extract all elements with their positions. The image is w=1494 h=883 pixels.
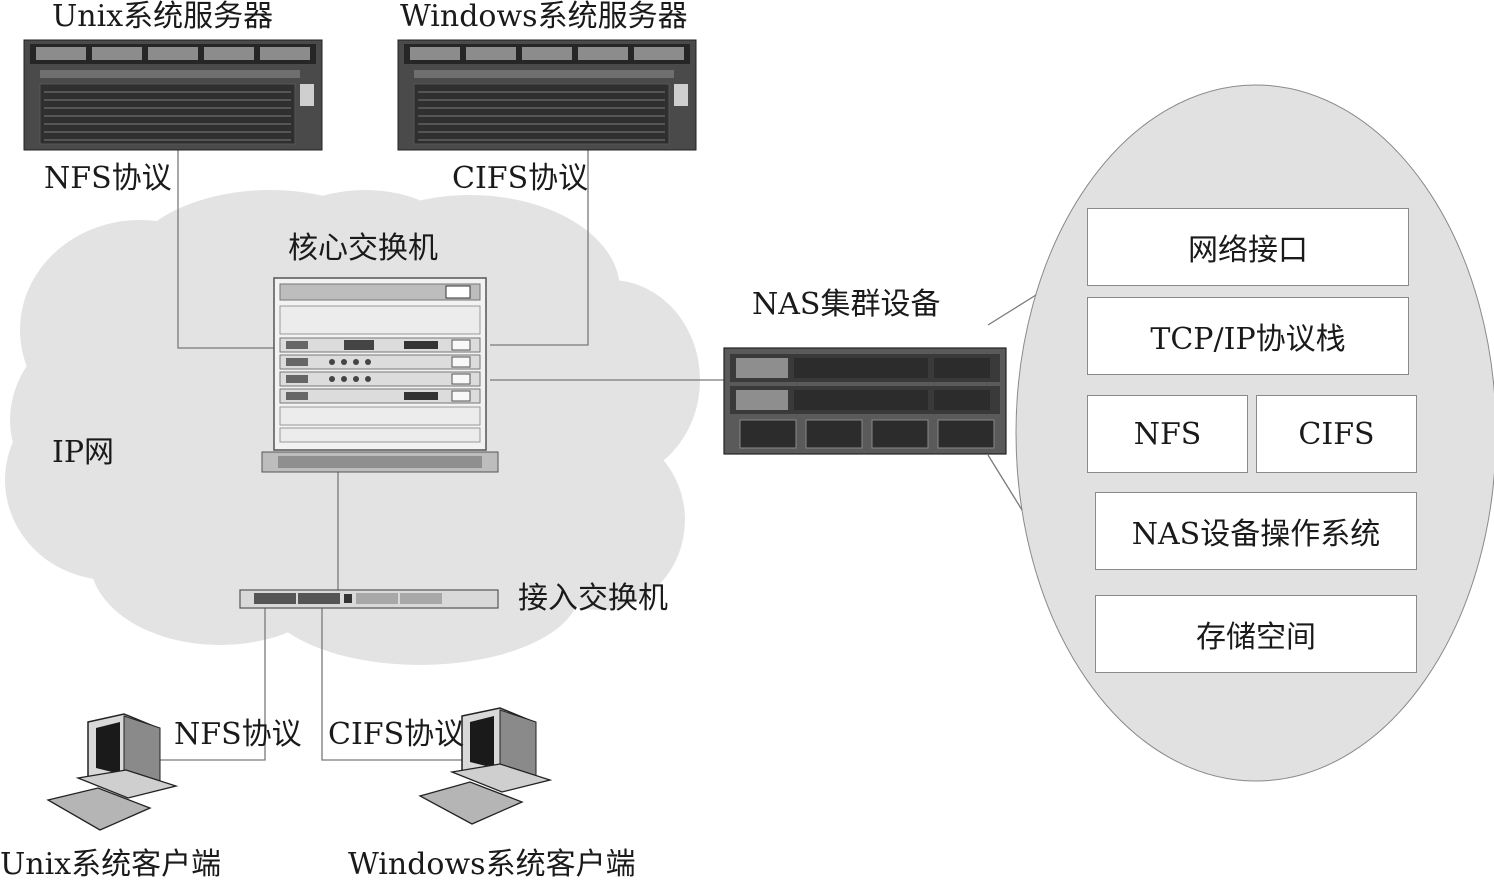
stack-nas-os: NAS设备操作系统 [1095,492,1417,570]
ip-network-label: IP网 [52,435,115,470]
unix-server-icon [23,39,323,151]
windows-client-link [321,602,462,761]
stack-cifs: CIFS [1256,395,1417,473]
nas-cluster-label: NAS集群设备 [752,287,941,322]
stack-network-interface: 网络接口 [1087,208,1409,286]
nas-callout-top [987,294,1037,326]
unix-client-label: Unix系统客户端 [0,847,222,882]
windows-client-protocol-label: CIFS协议 [328,717,465,752]
access-switch-icon [239,589,499,609]
windows-client-label: Windows系统客户端 [348,847,636,882]
stack-storage: 存储空间 [1095,595,1417,673]
windows-server-link [490,150,589,346]
unix-server-label: Unix系统服务器 [52,0,274,34]
core-switch-icon [261,277,499,473]
stack-tcpip: TCP/IP协议栈 [1087,297,1409,375]
unix-client-link [160,602,266,761]
windows-client-pc-icon [418,707,553,825]
nas-cluster-icon [723,347,1007,455]
unix-client-pc-icon [46,713,179,831]
windows-server-icon [397,39,697,151]
connection-lines [160,150,1037,761]
stack-nfs: NFS [1087,395,1248,473]
unix-client-protocol-label: NFS协议 [174,717,302,752]
core-switch-label: 核心交换机 [288,231,438,266]
unix-server-protocol-label: NFS协议 [44,161,172,196]
windows-server-protocol-label: CIFS协议 [452,161,589,196]
nas-callout-bottom [987,454,1023,511]
windows-server-label: Windows系统服务器 [400,0,688,34]
unix-server-link [177,150,282,349]
access-switch-label: 接入交换机 [518,581,668,616]
